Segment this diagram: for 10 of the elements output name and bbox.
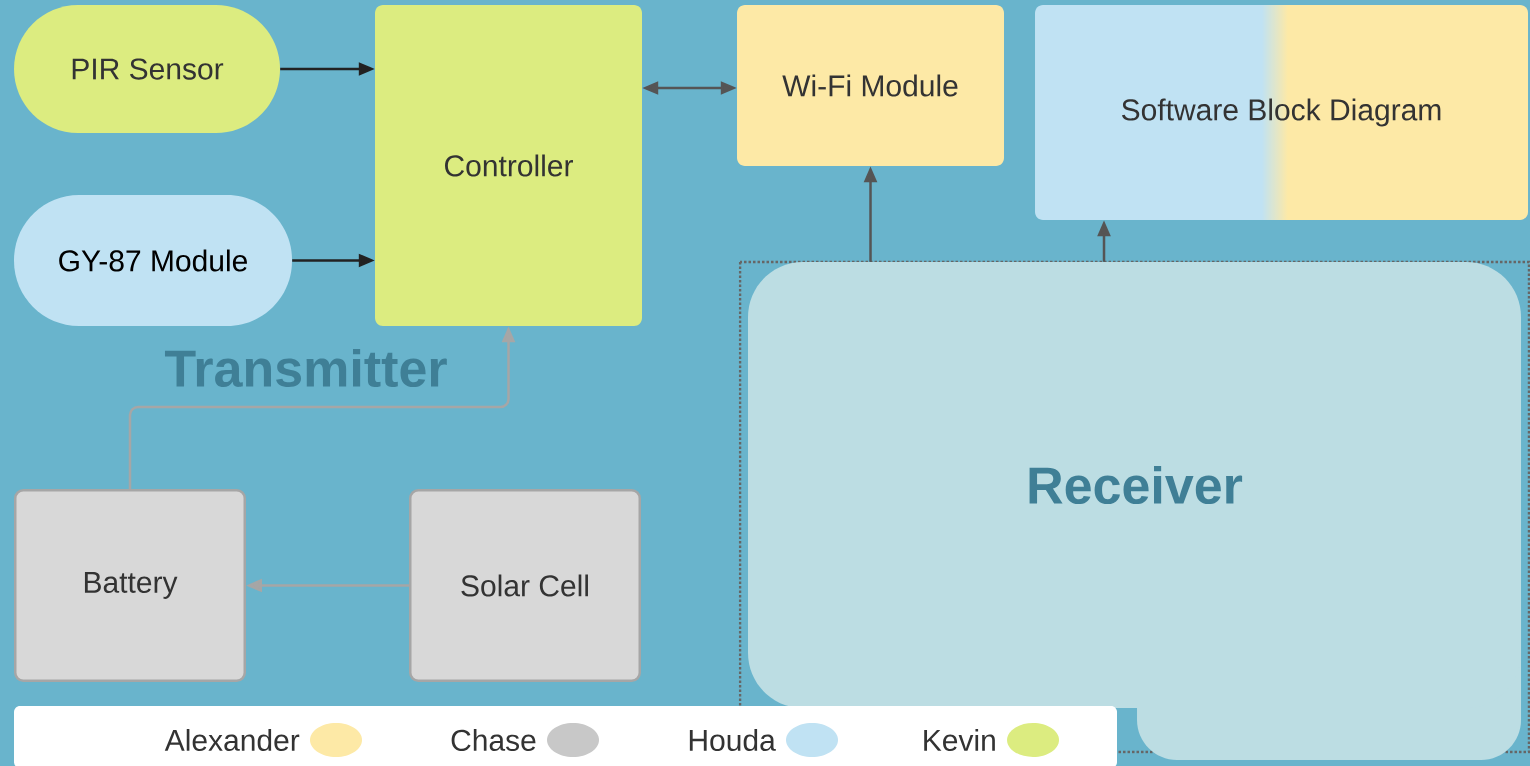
legend-label: Chase [451,729,536,752]
sensor-pill: PIR Sensor [14,5,280,133]
block-diagram-box: Software Block Diagram [1035,5,1528,220]
solar-cell-box: Solar Cell [409,489,641,682]
module-pill: GY-87 Module [14,195,292,326]
legend-label: Kevin [924,729,995,752]
battery-box: Battery [14,489,246,682]
legend-label: Alexander [164,729,300,752]
controller-box: Controller [375,5,642,326]
module-box: Wi-Fi Module [737,5,1004,166]
